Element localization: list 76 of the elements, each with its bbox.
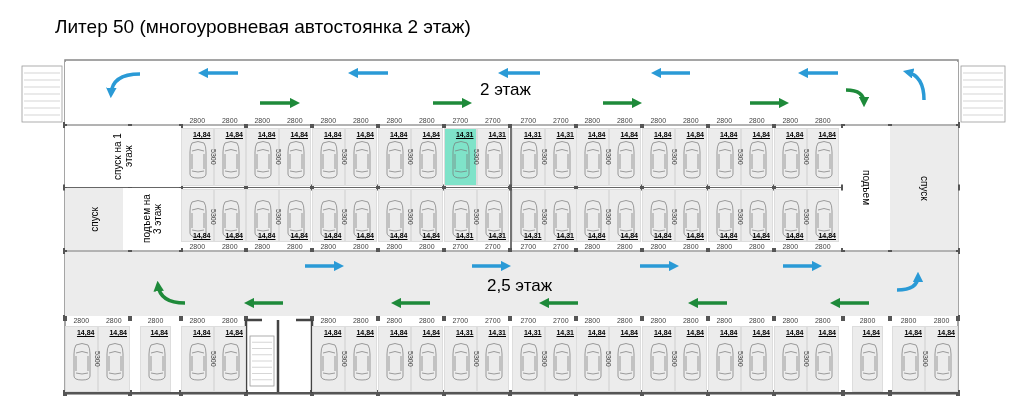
parking-space	[608, 189, 641, 242]
parking-space	[674, 189, 707, 242]
parking-space	[410, 189, 443, 242]
parking-space	[444, 128, 477, 186]
parking-space	[576, 326, 609, 392]
parking-space	[925, 326, 958, 392]
ramp-area	[890, 126, 958, 250]
driving-aisle	[65, 62, 958, 124]
parking-space	[378, 128, 411, 186]
ramp-label: подъем на 3 этаж	[141, 193, 163, 246]
parking-space	[708, 128, 741, 186]
parking-space	[181, 128, 214, 186]
parking-space	[774, 326, 807, 392]
parking-space	[181, 326, 214, 392]
parking-space	[608, 128, 641, 186]
parking-space	[674, 326, 707, 392]
ramp-label: подъем	[861, 170, 872, 206]
floor-label: 2,5 этаж	[487, 276, 553, 296]
parking-space	[140, 326, 171, 392]
parking-space	[410, 128, 443, 186]
parking-space	[852, 326, 883, 392]
parking-space	[378, 326, 411, 392]
parking-space	[278, 128, 311, 186]
parking-space	[410, 326, 443, 392]
parking-space	[344, 326, 377, 392]
parking-space	[642, 326, 675, 392]
parking-space	[806, 128, 839, 186]
parking-space	[642, 189, 675, 242]
parking-space	[576, 189, 609, 242]
parking-space	[476, 128, 509, 186]
parking-space	[444, 189, 477, 242]
parking-space	[444, 326, 477, 392]
ramp-label: спуск	[918, 175, 930, 201]
parking-space	[708, 326, 741, 392]
parking-space	[97, 326, 130, 392]
ramp-area	[65, 188, 123, 250]
parking-space	[213, 326, 246, 392]
parking-space	[378, 189, 411, 242]
parking-space	[213, 189, 246, 242]
parking-space	[213, 128, 246, 186]
parking-space	[674, 128, 707, 186]
parking-space	[892, 326, 925, 392]
parking-space	[806, 326, 839, 392]
ramp-area	[65, 126, 181, 187]
parking-space	[642, 128, 675, 186]
parking-space	[312, 326, 345, 392]
parking-space	[246, 128, 279, 186]
parking-space	[740, 326, 773, 392]
driving-aisle	[65, 252, 958, 316]
floor-label: 2 этаж	[480, 80, 531, 100]
parking-space	[476, 189, 509, 242]
parking-space	[181, 189, 214, 242]
parking-space	[512, 128, 545, 186]
parking-space	[774, 189, 807, 242]
parking-space	[312, 128, 345, 186]
parking-space	[740, 128, 773, 186]
parking-space	[608, 326, 641, 392]
ramp-label: спуск на 1 этаж	[112, 132, 134, 182]
parking-space	[740, 189, 773, 242]
ramp-area	[123, 188, 181, 250]
parking-space	[246, 189, 279, 242]
title: Литер 50 (многоуровневая автостоянка 2 этаж)	[55, 16, 471, 38]
parking-space	[344, 128, 377, 186]
parking-space	[774, 128, 807, 186]
parking-space	[278, 189, 311, 242]
ramp-area	[843, 126, 890, 250]
parking-space	[708, 189, 741, 242]
parking-space	[65, 326, 98, 392]
ramp-label: спуск	[88, 206, 100, 232]
parking-space	[512, 189, 545, 242]
parking-space	[476, 326, 509, 392]
parking-space	[312, 189, 345, 242]
parking-space	[806, 189, 839, 242]
parking-space	[344, 189, 377, 242]
parking-space	[512, 326, 545, 392]
parking-space	[576, 128, 609, 186]
